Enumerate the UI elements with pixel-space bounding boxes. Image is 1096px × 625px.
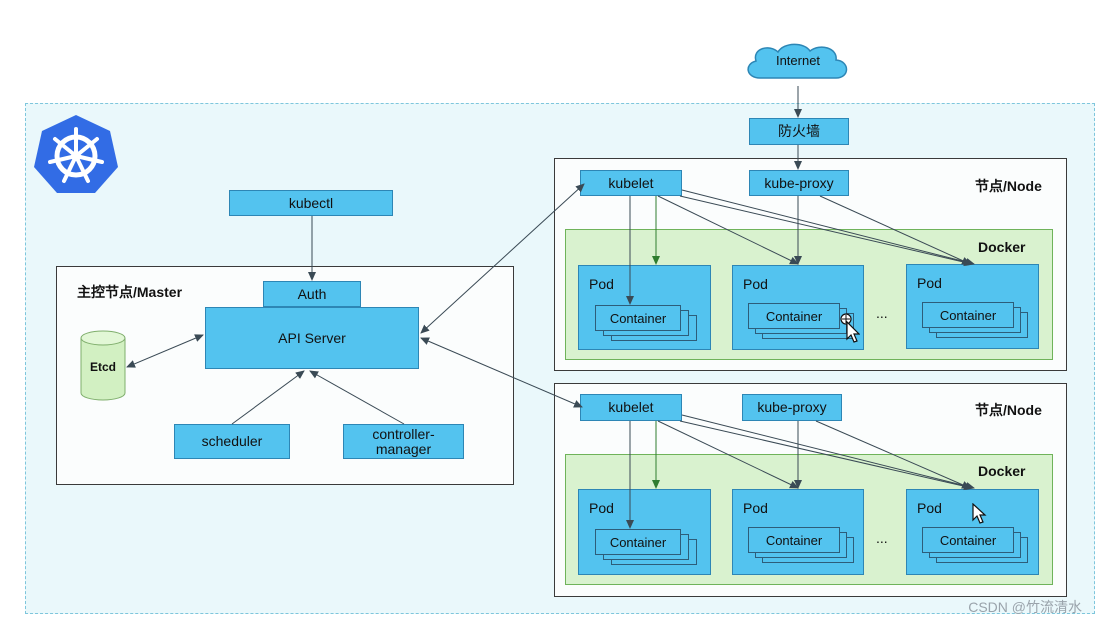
etcd-api-link xyxy=(126,334,204,368)
proxy2-to-pod3 xyxy=(815,420,971,489)
container-front: Container xyxy=(595,305,681,331)
firewall-box: 防火墙 xyxy=(749,118,849,145)
pod-1-1: Pod Container xyxy=(578,265,711,350)
pod-label: Pod xyxy=(743,500,768,516)
pod-label: Pod xyxy=(589,276,614,292)
kubelet-box-2: kubelet xyxy=(580,394,682,421)
pod-label: Pod xyxy=(743,276,768,292)
internet-label: Internet xyxy=(775,53,821,68)
node-title-2: 节点/Node xyxy=(975,402,1042,418)
pod-2-2: Pod Container xyxy=(732,489,864,575)
kubelet-box-1: kubelet xyxy=(580,170,682,196)
container-front: Container xyxy=(595,529,681,555)
watermark: CSDN @竹流清水 xyxy=(968,599,1082,615)
kubelet2-to-pod3-a xyxy=(679,420,973,491)
kube-proxy-box-1: kube-proxy xyxy=(749,170,849,196)
kubelet1-to-pod3-b xyxy=(681,189,975,266)
kubelet2-to-pod3-b xyxy=(681,414,975,490)
docker-label-2: Docker xyxy=(978,463,1026,479)
container-front: Container xyxy=(922,527,1014,553)
master-title: 主控节点/Master xyxy=(77,284,183,300)
cloud-icon xyxy=(747,43,848,79)
pod-label: Pod xyxy=(917,500,942,516)
proxy1-to-pod3 xyxy=(819,195,971,265)
kubelet1-to-pod2 xyxy=(657,195,799,265)
container-front: Container xyxy=(748,527,840,553)
api-server-box: API Server xyxy=(205,307,419,369)
mouse-cursor-icon xyxy=(840,313,861,343)
mouse-cursor-icon xyxy=(972,502,988,525)
kubernetes-logo-icon xyxy=(34,113,118,195)
api-kubelet-1-link xyxy=(420,183,585,334)
database-cylinder-icon xyxy=(80,330,126,401)
auth-box: Auth xyxy=(263,281,361,307)
kubelet2-to-pod2 xyxy=(657,420,799,489)
node-title-1: 节点/Node xyxy=(975,178,1042,194)
pod-label: Pod xyxy=(917,275,942,291)
kubelet1-to-pod3-a xyxy=(679,195,973,267)
pod-2-1: Pod Container xyxy=(578,489,711,575)
controller-to-api xyxy=(309,370,405,425)
scheduler-box: scheduler xyxy=(174,424,290,459)
controller-manager-box: controller- manager xyxy=(343,424,464,459)
container-front: Container xyxy=(922,302,1014,328)
docker-label-1: Docker xyxy=(978,239,1026,255)
etcd-label: Etcd xyxy=(89,360,116,374)
pod-1-3: Pod Container xyxy=(906,264,1039,349)
ellipsis-1: ... xyxy=(876,305,888,321)
container-front: Container xyxy=(748,303,840,329)
internet-cloud: Internet xyxy=(742,40,854,86)
kube-proxy-box-2: kube-proxy xyxy=(742,394,842,421)
etcd-database: Etcd xyxy=(80,330,126,402)
kubectl-box: kubectl xyxy=(229,190,393,216)
api-kubelet-2-link xyxy=(420,337,583,408)
pod-label: Pod xyxy=(589,500,614,516)
scheduler-to-api xyxy=(231,370,305,425)
ellipsis-2: ... xyxy=(876,530,888,546)
pod-1-2: Pod Container xyxy=(732,265,864,350)
